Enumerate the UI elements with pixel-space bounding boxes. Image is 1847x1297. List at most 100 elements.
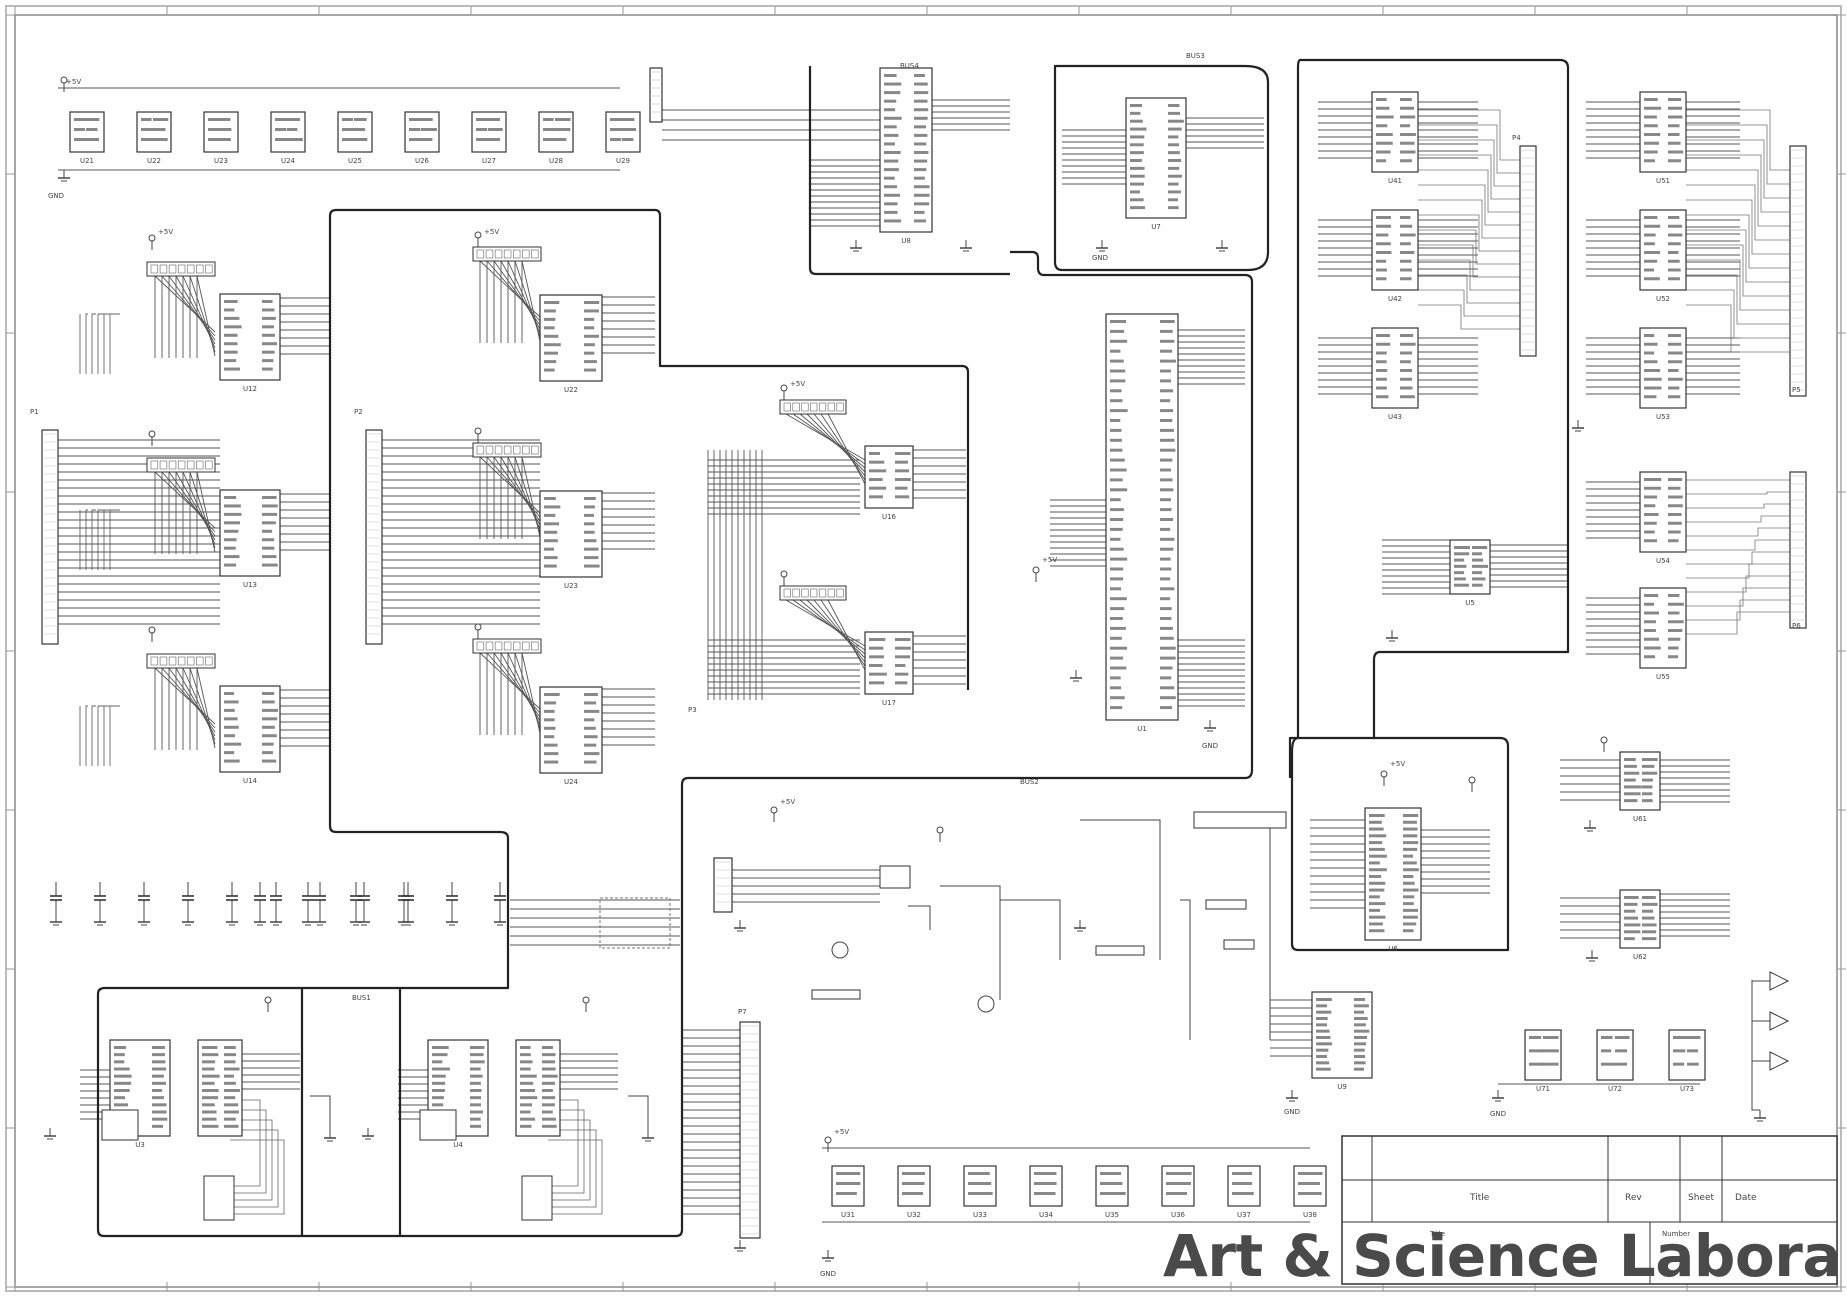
net-flag [811,989,861,1000]
pin-label-mark [1644,539,1658,543]
pin-label-mark [1160,458,1173,462]
wire [548,1109,585,1194]
resistor-element [827,402,835,412]
pin-label-mark [1110,488,1128,492]
pin-label-mark [1668,351,1683,355]
pin-label-mark [584,735,598,739]
pin-label-mark [1376,259,1387,263]
pin-label-mark [1642,923,1657,927]
pin-label-mark [1034,1192,1049,1195]
wire [799,413,866,469]
pin-label-mark [895,681,908,685]
pin-label-mark [1354,1048,1365,1052]
pin-label-mark [86,128,98,131]
pin-label-mark [224,512,242,516]
pin-label-mark [1110,597,1127,601]
chip-designator: U55 [1656,673,1670,681]
pin-label-mark [1160,468,1172,472]
pin-label-mark [1160,617,1172,620]
pin-label-mark [470,1046,485,1049]
resistor-element [205,460,213,470]
pin-label-mark [275,128,287,131]
pin-label-mark [869,478,883,481]
pin-label-mark [1160,577,1171,581]
pin-label-mark [1624,771,1640,775]
pin-label-mark [262,751,273,755]
resistor-element [196,656,204,666]
chip-designator: U38 [1303,1211,1317,1219]
pin-label-mark [1242,1172,1253,1175]
pin-label-mark [1624,923,1641,927]
wire [196,275,216,357]
pin-label-mark [1454,571,1465,575]
pin-label-mark [1400,268,1412,272]
pin-label-mark [287,128,298,131]
ic-chip [539,490,603,578]
wire [521,260,541,342]
pin-label-mark [1403,915,1418,919]
pin-label-mark [1644,369,1661,372]
pin-label-mark [1166,1192,1184,1195]
pin-label-mark [1110,478,1123,482]
wire [548,1119,591,1201]
wire [1418,109,1520,161]
pin-label-mark [1400,133,1416,136]
pin-label-mark [1130,206,1145,210]
pin-label-mark [542,1074,558,1078]
pin-label-mark [1316,1036,1331,1039]
pin-label-mark [1454,552,1470,556]
pin-label-mark [1400,351,1413,355]
chip-designator: U1 [1137,725,1147,733]
pin-label-mark [1400,395,1415,399]
pin-label-mark [1668,98,1682,101]
pin-label-mark [224,350,238,354]
wire [1686,154,1790,213]
pin-label-mark [1644,602,1655,606]
pin-label-mark [114,1060,125,1064]
pin-label-mark [520,1074,537,1078]
pin-label-mark [1376,150,1391,154]
ic-chip [539,686,603,774]
pin-label-mark [584,530,595,534]
pin-label-mark [1316,1067,1331,1071]
pin-label-mark [1668,334,1681,337]
pin-label-mark [1668,115,1683,119]
pin-label-mark [1400,115,1416,119]
pin-label-mark [1668,233,1683,237]
pin-label-mark [1130,159,1142,162]
pin-label-mark [409,138,423,141]
wire [1686,551,1790,565]
pin-label-mark [1160,676,1172,680]
pin-label-mark [846,1172,861,1175]
pin-label-mark [544,360,557,364]
pin-label-mark [1642,771,1658,775]
chip-designator: U36 [1171,1211,1186,1219]
pin-label-mark [1400,251,1415,254]
pin-label-mark [1668,611,1680,615]
power-symbol [474,623,482,631]
pin-label-mark [470,1110,483,1114]
watermark-text: Art & Science Labora [1163,1222,1841,1290]
chip-designator: U34 [1039,1211,1054,1219]
pin-label-mark [584,301,600,304]
pin-label-mark [1160,488,1174,492]
pin-label-mark [836,1182,853,1185]
wire [820,413,866,481]
power-symbol [780,384,788,392]
wire [820,599,866,667]
resistor-element [177,656,186,666]
pin-label-mark [1130,166,1145,170]
pin-label-mark [1316,998,1332,1001]
pin-label-mark [1400,377,1412,381]
pin-label-mark [1376,386,1387,390]
resistor-element [168,264,177,274]
pin-label-mark [1160,329,1173,333]
pin-label-mark [914,99,928,103]
pin-label-mark [1400,242,1411,246]
chip-designator: U32 [907,1211,921,1219]
resistor-element [512,445,521,455]
pin-label-mark [584,360,597,364]
pin-label-mark [1668,646,1679,650]
pin-label-mark [1316,1010,1332,1014]
